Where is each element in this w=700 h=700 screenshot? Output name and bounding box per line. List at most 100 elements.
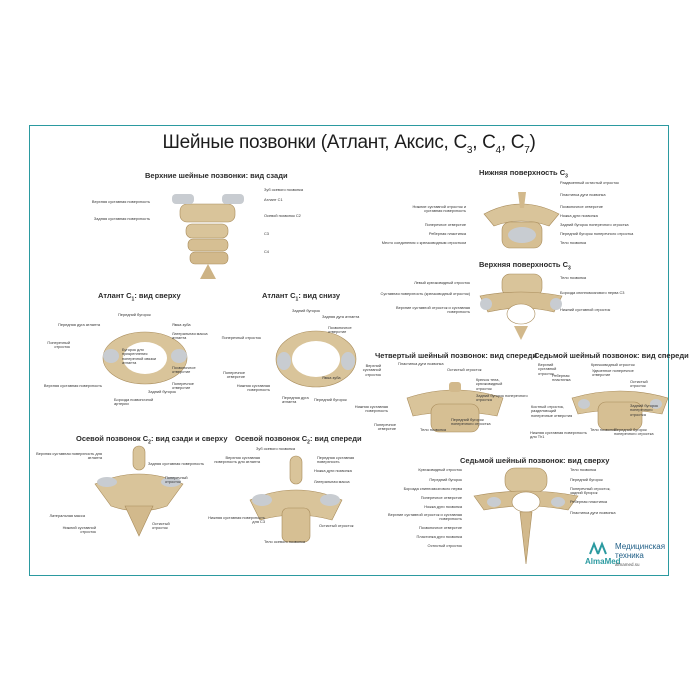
- label: Тело позвонка: [420, 427, 447, 432]
- label: Поперечное отверстие: [223, 370, 245, 380]
- label: Передний бугорок: [314, 397, 347, 402]
- label: Зуб осевого позвонка: [264, 187, 303, 192]
- section-atlas-bottom-title: Атлант C1: вид снизу: [262, 291, 340, 303]
- label: Осевой позвонок C2: [264, 213, 301, 218]
- section-c3-lower-title: Нижняя поверхность C3: [479, 168, 568, 180]
- label: Ножка дуги позвонка: [314, 468, 352, 473]
- label: Поперечное отверстие: [172, 381, 194, 391]
- label: Ямка зуба: [322, 375, 341, 380]
- c7-top-figure: [473, 467, 579, 565]
- anatomy-poster: Шейные позвонки (Атлант, Аксис, C3, C4, …: [29, 125, 689, 576]
- label: C4: [264, 249, 269, 254]
- label: Передний бугорок поперечного отростка: [614, 427, 654, 437]
- label: Латеральная масса атланта: [172, 331, 208, 341]
- label: Задний бугорок поперечного отростка: [630, 403, 658, 417]
- label: Место соединения с крючковидным отростко…: [381, 240, 466, 245]
- label: Реберная пластинка: [552, 373, 571, 383]
- label: Поперечный отросток, задний бугорок: [570, 486, 611, 496]
- label: Поперечный отросток: [165, 475, 188, 485]
- atlas-bottom-figure: [275, 330, 357, 388]
- label: Реберная пластинка: [570, 499, 608, 504]
- label: Передняя суставная поверхность: [317, 455, 355, 465]
- label: Поперечный отросток: [221, 335, 261, 340]
- almamed-logo: AlmaMed Медицинская техника almamed.su: [585, 541, 665, 573]
- label: Нижняя суставная поверхность: [236, 383, 270, 393]
- label: Позвоночное отверстие: [328, 325, 352, 335]
- label: Костный отросток, разделяющий поперечные…: [531, 404, 573, 418]
- axis-front-figure: [249, 455, 343, 543]
- c4-front-figure: [406, 382, 504, 433]
- label: Тело позвонка: [560, 275, 587, 280]
- label: Удвоенное поперечное отверстие: [592, 368, 634, 378]
- label: Левый крючковидный отросток: [414, 280, 470, 285]
- label: Тело позвонка: [590, 427, 617, 432]
- section-c7-front-title: Седьмой шейный позвонок: вид спереди: [534, 351, 689, 360]
- label: Нижняя суставная поверхность для C3: [208, 515, 265, 525]
- label: Задний бугорок: [148, 389, 176, 394]
- logo-mark-icon: [589, 541, 607, 555]
- axis-back-top-figure: [94, 445, 184, 537]
- label: Передний бугорок: [570, 477, 603, 482]
- section-axis-front-title: Осевой позвонок C2: вид спереди: [235, 434, 362, 446]
- label: Верхний суставной отросток: [538, 362, 557, 376]
- label: Верхний суставной отросток: [362, 363, 381, 377]
- label: Пластинка дуги позвонка: [416, 534, 463, 539]
- label: Остистый отросток: [319, 523, 354, 528]
- label: Задняя дуга атланта: [322, 314, 360, 319]
- logo-line1: Медицинская: [615, 542, 666, 551]
- label: Бугорок для прикрепления поперечной связ…: [122, 347, 157, 365]
- label: Ножка дуги позвонка: [424, 504, 462, 509]
- section-atlas-top-title: Атлант C1: вид сверху: [98, 291, 181, 303]
- label: Нижний суставной отросток: [560, 307, 611, 312]
- label: Позвоночное отверстие: [419, 525, 462, 530]
- label: Верхние суставной отросток и суставная п…: [396, 305, 470, 315]
- label: Передняя дуга атланта: [58, 322, 100, 327]
- label: Передний бугорок: [118, 312, 151, 317]
- label: Задний бугорок поперечного отростка: [476, 393, 528, 403]
- label: Крючковидный отросток: [418, 467, 462, 472]
- label: Поперечный отросток: [47, 340, 70, 350]
- label: Тело позвонка: [570, 467, 597, 472]
- label: Нижние суставной отросток и суставная по…: [412, 204, 466, 214]
- label: Передний бугорок поперечного отростка: [451, 417, 491, 427]
- label: Тело позвонка: [560, 240, 587, 245]
- label: Поперечное отверстие: [374, 422, 396, 432]
- label: Суставная поверхность (крючковидный отро…: [380, 291, 470, 296]
- label: Позвоночное отверстие: [172, 365, 196, 375]
- label: Позвоночное отверстие: [560, 204, 603, 209]
- label: Поперечное отверстие: [424, 222, 466, 227]
- label: Нижний суставной отросток: [62, 525, 96, 535]
- logo-url: almamed.su: [615, 562, 640, 567]
- label: Остистый отросток: [427, 543, 462, 548]
- section-c3-upper-title: Верхняя поверхность C3: [479, 260, 571, 272]
- label: Верхняя суставная поверхность: [43, 383, 102, 388]
- section-upper-back-title: Верхние шейные позвонки: вид сзади: [145, 171, 288, 180]
- label: Передняя дуга атланта: [282, 395, 309, 405]
- label: Остистый отросток: [630, 379, 648, 389]
- label: Верхние суставной отросток и суставная п…: [388, 512, 462, 522]
- label: Нижняя суставная поверхность для Th1: [530, 430, 587, 440]
- label: Верхняя суставная поверхность: [91, 199, 150, 204]
- label: Остистый отросток: [152, 521, 170, 531]
- label: Борозда спинномозгового нерва: [403, 486, 462, 491]
- label: Тело осевого позвонка: [264, 539, 306, 544]
- label: Верхняя суставная поверхность для атлант…: [36, 451, 102, 461]
- label: Передний бугорок: [429, 477, 462, 482]
- label: Крючковидный отросток: [591, 362, 635, 367]
- label: Раздвоенный остистый отросток: [560, 180, 619, 185]
- label: Ножка дуги позвонка: [560, 213, 598, 218]
- label: Задний бугорок поперечного отростка: [560, 222, 629, 227]
- logo-line2: техника: [615, 551, 644, 560]
- label: Крючок тела, крючковидный отросток: [476, 377, 503, 391]
- section-axis-back-top-title: Осевой позвонок C2: вид сзади и сверху: [76, 434, 228, 446]
- label: Борозда позвоночной артерии: [114, 397, 154, 407]
- c3-lower-figure: [483, 192, 560, 249]
- label: Борозда спинномозгового нерва C3: [560, 290, 625, 295]
- label: Атлант C1: [264, 197, 283, 202]
- poster-title: Шейные позвонки (Атлант, Аксис, C3, C4, …: [162, 132, 536, 156]
- c7-front-figure: [571, 390, 669, 431]
- label: Верхняя суставная поверхность для атлант…: [214, 455, 260, 465]
- label: Остистый отросток: [447, 367, 482, 372]
- upper-vertebrae-back-figure: [172, 194, 244, 279]
- label: Пластинка дуги позвонка: [398, 361, 444, 366]
